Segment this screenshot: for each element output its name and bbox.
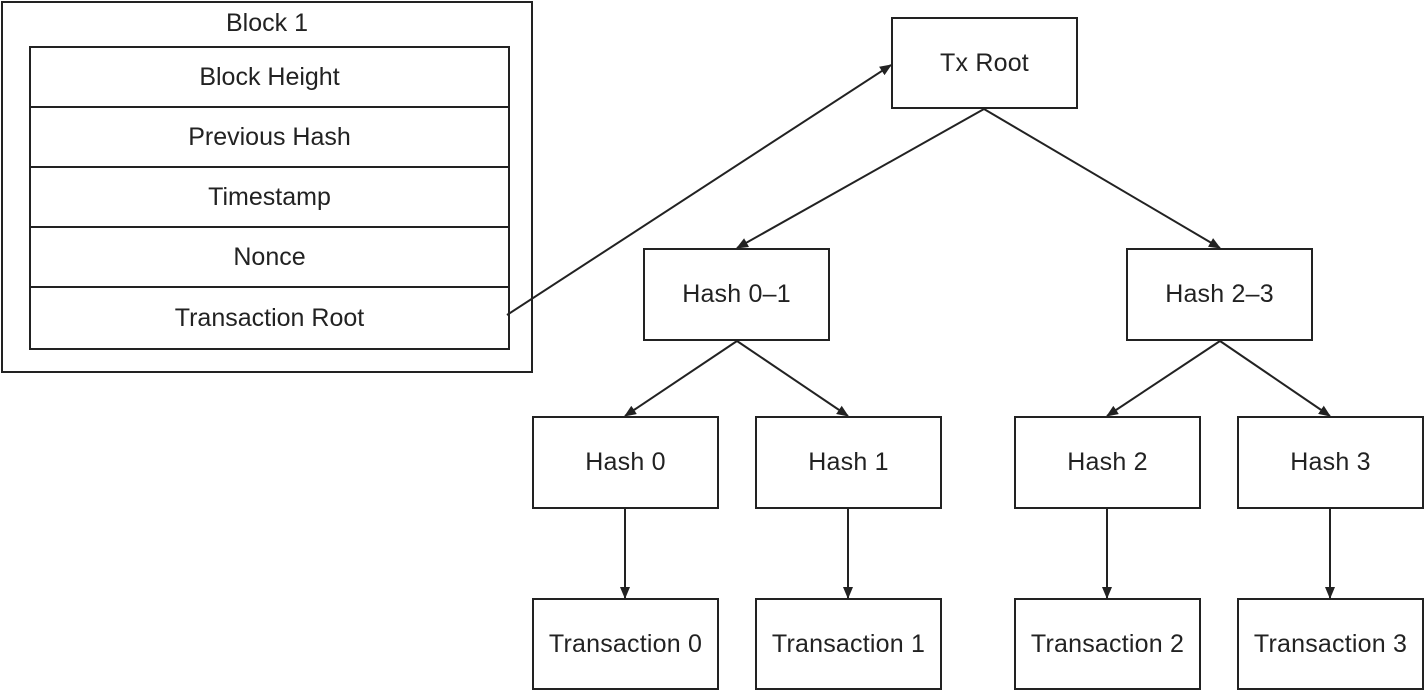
field-transaction-root: Transaction Root — [174, 303, 365, 332]
hash-1-node: Hash 1 — [755, 416, 942, 509]
arrow-root-link — [506, 64, 892, 316]
hash-0-node: Hash 0 — [532, 416, 719, 509]
hash-3-node: Hash 3 — [1237, 416, 1424, 509]
transaction-1-node: Transaction 1 — [755, 598, 942, 690]
transaction-2-node: Transaction 2 — [1014, 598, 1201, 690]
hash-2-3-node: Hash 2–3 — [1126, 248, 1313, 341]
transaction-3-node: Transaction 3 — [1237, 598, 1424, 690]
field-previous-hash: Previous Hash — [31, 108, 508, 168]
field-timestamp: Timestamp — [31, 168, 508, 228]
arrow-hash01-to-hash0 — [624, 340, 738, 417]
arrow-hash01-to-hash1 — [736, 340, 849, 417]
block-title: Block 1 — [226, 9, 308, 37]
arrow-hash23-to-hash2 — [1106, 340, 1221, 417]
arrow-hash23-to-hash3 — [1219, 340, 1331, 417]
tx-root-node: Tx Root — [891, 17, 1078, 109]
hash-2-node: Hash 2 — [1014, 416, 1201, 509]
field-nonce: Nonce — [31, 228, 508, 288]
block-container: Block 1 Block Height Previous Hash Times… — [1, 1, 533, 373]
arrow-root-to-hash23 — [983, 108, 1221, 249]
arrow-root-to-hash01 — [736, 108, 985, 249]
field-block-height: Block Height — [31, 48, 508, 108]
block-field-table: Block Height Previous Hash Timestamp Non… — [29, 46, 510, 350]
transaction-0-node: Transaction 0 — [532, 598, 719, 690]
hash-0-1-node: Hash 0–1 — [643, 248, 830, 341]
